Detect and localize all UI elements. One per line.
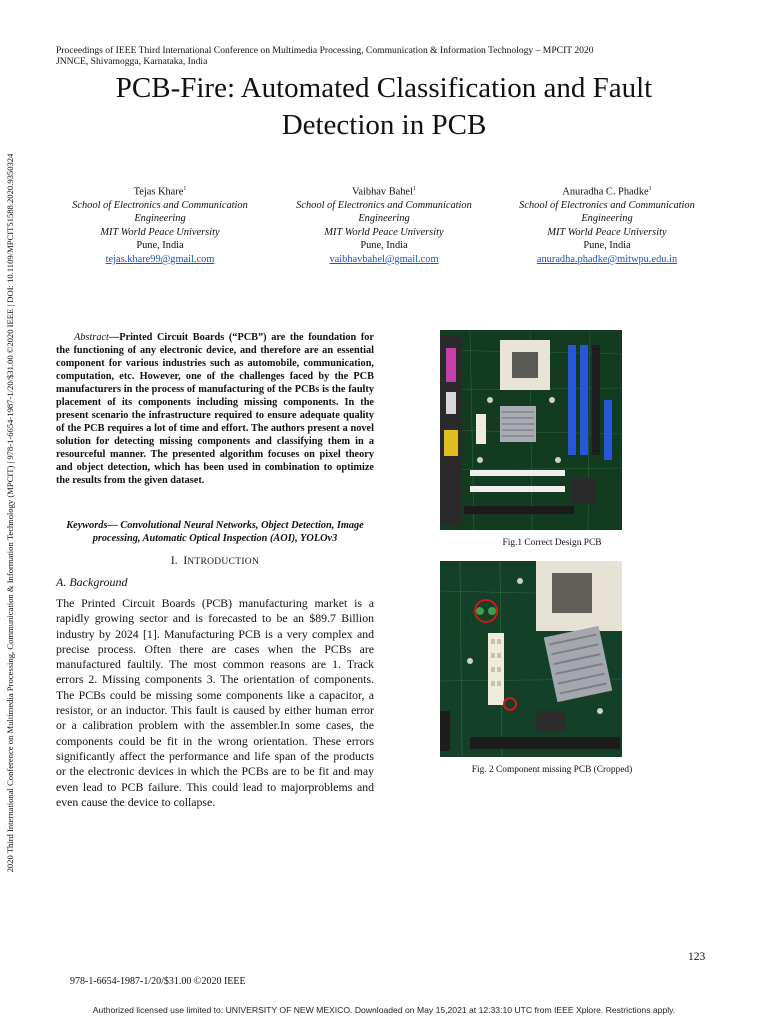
author-block-1: Tejas Khare1 School of Electronics and C… <box>60 183 260 266</box>
author-university: MIT World Peace University <box>324 226 444 238</box>
author-city: Pune, India <box>360 240 408 252</box>
author-dept-2: Engineering <box>134 213 186 225</box>
side-citation-strip: 2020 Third International Conference on M… <box>2 78 18 948</box>
fault-highlight-circle-1 <box>474 599 498 623</box>
author-dept-2: Engineering <box>358 213 410 225</box>
author-dept-2: Engineering <box>581 213 633 225</box>
subsection-heading-background: A. Background <box>56 575 128 589</box>
title-line-1: PCB-Fire: Automated Classification and F… <box>115 72 653 104</box>
abstract-paragraph: Abstract—Printed Circuit Boards (“PCB”) … <box>56 331 374 487</box>
author-block-2: Vaibhav Bahel1 School of Electronics and… <box>284 183 484 266</box>
author-city: Pune, India <box>136 240 184 252</box>
figure-1-caption: Fig.1 Correct Design PCB <box>502 538 602 548</box>
author-university: MIT World Peace University <box>547 226 667 238</box>
author-university: MIT World Peace University <box>100 226 220 238</box>
keywords-paragraph: Keywords— Convolutional Neural Networks,… <box>66 520 364 544</box>
author-dept: School of Electronics and Communication <box>519 199 695 211</box>
author-dept: School of Electronics and Communication <box>72 199 248 211</box>
abstract-label: Abstract <box>74 332 109 343</box>
author-name: Vaibhav Bahel1 <box>352 186 416 198</box>
proceedings-line-1: Proceedings of IEEE Third International … <box>56 45 594 56</box>
fault-highlight-circle-2 <box>503 697 517 711</box>
paper-title: PCB-Fire: Automated Classification and F… <box>60 70 708 144</box>
pcb-illustration-1 <box>440 330 622 530</box>
section-heading-introduction: I. INTRODUCTION <box>170 555 260 567</box>
side-citation-text: 2020 Third International Conference on M… <box>5 153 15 873</box>
proceedings-header: Proceedings of IEEE Third International … <box>56 45 676 67</box>
body-paragraph-background: The Printed Circuit Boards (PCB) manufac… <box>56 596 374 809</box>
author-name: Anuradha C. Phadke1 <box>562 186 652 198</box>
figure-1-correct-pcb-image <box>440 330 622 530</box>
license-footer: Authorized licensed use limited to: UNIV… <box>92 1005 676 1015</box>
author-name: Tejas Khare1 <box>133 186 187 198</box>
page-number: 123 <box>688 951 706 963</box>
proceedings-line-2: JNNCE, Shivamogga, Karnataka, India <box>56 56 208 67</box>
isbn-footer: 978-1-6654-1987-1/20/$31.00 ©2020 IEEE <box>70 976 246 987</box>
author-email-link[interactable]: vaibhavbahel@gmail.com <box>329 253 439 265</box>
figure-2-caption: Fig. 2 Component missing PCB (Cropped) <box>471 765 633 775</box>
figure-2-missing-component-pcb-image <box>440 561 622 757</box>
title-line-2: Detection in PCB <box>281 109 487 141</box>
author-email-link[interactable]: tejas.khare99@gmail.com <box>105 253 215 265</box>
pcb-illustration-2 <box>440 561 622 757</box>
author-city: Pune, India <box>583 240 631 252</box>
author-email-link[interactable]: anuradha.phadke@mitwpu.edu.in <box>536 253 678 265</box>
abstract-text: —Printed Circuit Boards (“PCB”) are the … <box>56 332 374 486</box>
author-block-3: Anuradha C. Phadke1 School of Electronic… <box>507 183 707 266</box>
author-dept: School of Electronics and Communication <box>296 199 472 211</box>
